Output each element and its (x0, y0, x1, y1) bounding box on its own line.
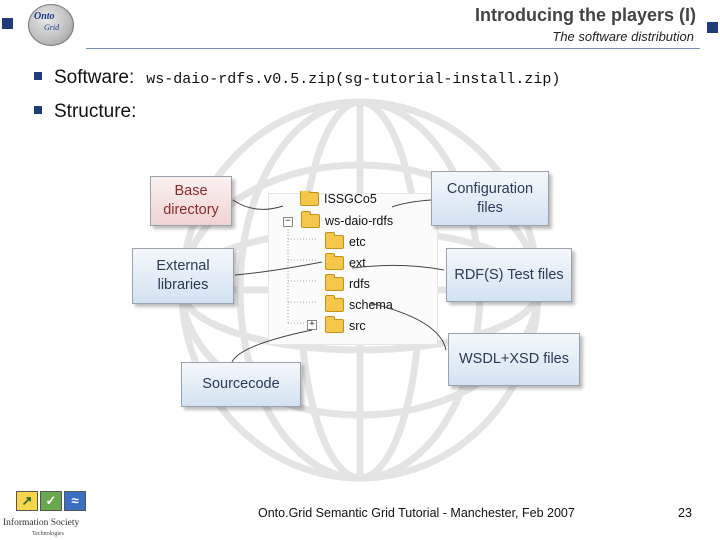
folder-icon (325, 316, 344, 333)
callout-configuration-files: Configuration files (431, 171, 549, 226)
footer-text: Onto.Grid Semantic Grid Tutorial - Manch… (258, 506, 575, 520)
tree-item-ws-daio-rdfs[interactable]: ws-daio-rdfs (301, 211, 394, 228)
header-left-square (2, 18, 13, 29)
ist-logo-label: Information Society (3, 518, 80, 528)
tree-item-schema[interactable]: schema (325, 295, 393, 312)
tree-item-ext[interactable]: ext (325, 253, 366, 270)
logo-word-onto: Onto (34, 11, 55, 22)
software-filename: ws-daio-rdfs.v0.5.zip(sg-tutorial-instal… (146, 71, 561, 88)
folder-icon (325, 232, 344, 249)
expand-icon[interactable]: + (307, 320, 317, 330)
folder-open-icon (301, 211, 320, 228)
callout-wsdl-xsd-files: WSDL+XSD files (448, 333, 580, 386)
folder-icon (325, 274, 344, 291)
slide-subtitle: The software distribution (552, 29, 694, 44)
bullet-marker (34, 105, 42, 114)
tree-item-etc[interactable]: etc (325, 232, 366, 249)
folder-icon (325, 253, 344, 270)
logo-word-grid: Grid (44, 23, 60, 32)
bullet-software: Software: ws-daio-rdfs.v0.5.zip(sg-tutori… (34, 67, 560, 89)
tree-item-rdfs[interactable]: rdfs (325, 274, 370, 291)
header-right-square (707, 22, 718, 33)
tree-item-label: src (349, 319, 366, 333)
page-number: 23 (678, 506, 692, 520)
arrow-icon: ↗ (16, 491, 38, 511)
callout-external-libraries: External libraries (132, 248, 234, 304)
tree-lines (287, 223, 316, 325)
tree-item-src[interactable]: src (325, 316, 366, 333)
directory-tree-panel (268, 193, 438, 345)
bullet-structure-label: Structure: (54, 101, 137, 122)
callout-base-directory: Base directory (150, 176, 232, 226)
ist-logo-sublabel: Technologies (32, 531, 64, 537)
tree-item-label: ws-daio-rdfs (325, 214, 394, 228)
callout-rdfs-test-files: RDF(S) Test files (446, 248, 572, 302)
bullet-software-label: Software: (54, 67, 135, 88)
bullet-structure: Structure: (34, 101, 136, 123)
tree-item-partial[interactable]: ISSGCo5 (300, 191, 377, 207)
header-divider (86, 48, 700, 49)
tree-item-label: schema (349, 298, 393, 312)
slide-title: Introducing the players (I) (474, 5, 696, 25)
ist-logo: ↗ ✓ ≈ (16, 491, 86, 511)
collapse-icon[interactable]: − (283, 217, 293, 227)
folder-icon (300, 191, 319, 206)
ontogrid-logo (28, 4, 74, 46)
bullet-marker (34, 71, 42, 80)
callout-sourcecode: Sourcecode (181, 362, 301, 407)
check-wave-icon: ✓ (40, 491, 62, 511)
folder-icon (325, 295, 344, 312)
tree-item-label: rdfs (349, 277, 370, 291)
tree-item-label: etc (349, 235, 366, 249)
wave-icon: ≈ (64, 491, 86, 511)
